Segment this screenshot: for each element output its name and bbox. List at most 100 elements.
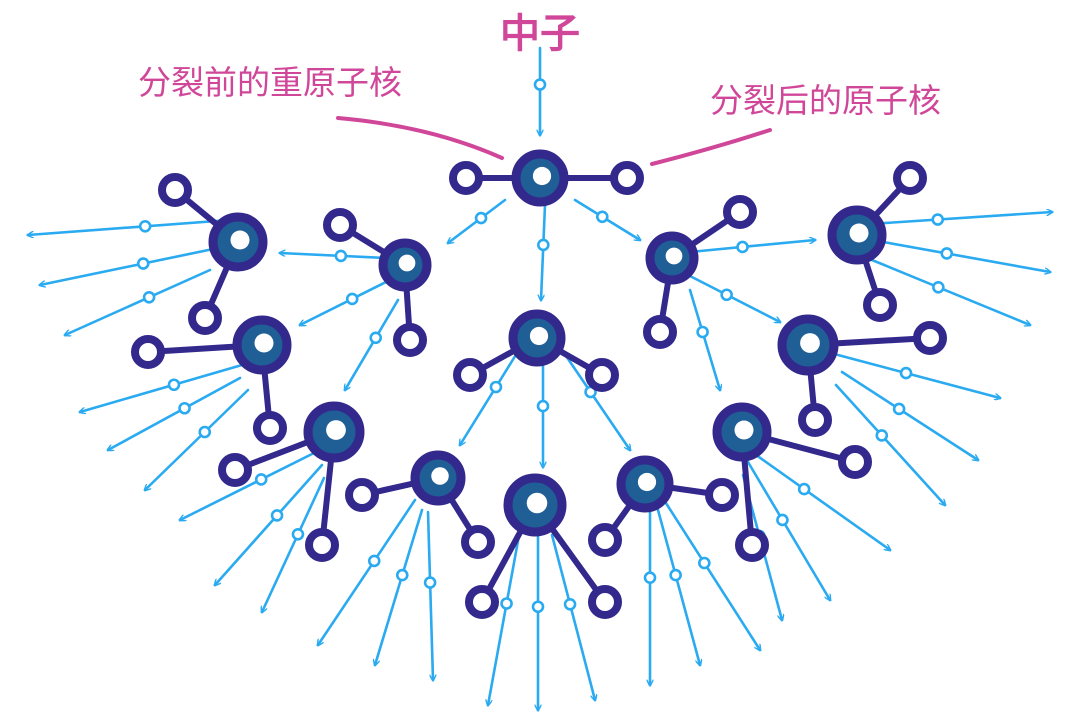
neutron — [892, 402, 906, 416]
neutron-arrow — [688, 240, 815, 254]
neutron — [669, 568, 682, 582]
neutron-arrow — [740, 443, 890, 550]
neutron — [899, 366, 913, 380]
neutron — [167, 378, 181, 392]
nucleus-after-fission-label: 分裂后的原子核 — [710, 81, 941, 120]
fragment-nucleus — [131, 335, 165, 369]
neutron — [698, 556, 711, 570]
heavy-nucleus-before-fission-label: 分裂前的重原子核 — [138, 63, 402, 102]
heavy-nucleus — [827, 161, 927, 322]
nucleus-highlight — [532, 166, 552, 186]
neutron-arrow — [426, 510, 433, 680]
neutron-arrow — [488, 528, 522, 705]
nucleus-highlight — [734, 420, 754, 440]
nucleus-highlight — [529, 326, 549, 346]
fragment-nucleus — [723, 195, 757, 229]
neutron — [369, 331, 383, 345]
heavy-nucleus — [158, 173, 268, 335]
neutron — [367, 554, 381, 568]
heavy-nucleus — [449, 149, 644, 207]
neutron-arrow — [840, 370, 978, 460]
neutron — [563, 597, 577, 611]
fragment-nucleus — [465, 585, 499, 619]
neutron-arrow — [836, 353, 1000, 398]
heavy-nucleus — [345, 450, 495, 559]
neutron-arrow — [180, 448, 322, 520]
neutron — [474, 211, 488, 225]
fragment-nucleus — [585, 358, 619, 392]
heavy-nucleus — [588, 455, 739, 557]
neutron — [489, 380, 503, 394]
fragment-nucleus — [838, 445, 872, 479]
fragment-nucleus — [253, 411, 287, 445]
neutron-arrow — [28, 218, 232, 235]
neutron-arrow — [746, 460, 830, 600]
fragment-nucleus — [735, 528, 769, 562]
neutron-arrow — [870, 258, 1030, 325]
neutron — [334, 249, 348, 263]
neutron — [696, 325, 709, 339]
nucleus-highlight — [326, 420, 346, 440]
neutron-arrow — [870, 238, 1050, 272]
neutron — [531, 600, 545, 614]
nucleus-highlight — [526, 492, 548, 514]
neutron — [178, 401, 191, 415]
neutron-arrow — [40, 246, 220, 285]
fragment-nucleus — [158, 173, 192, 207]
neutron — [291, 527, 305, 541]
neutron-arrow — [460, 343, 524, 445]
neutron — [270, 509, 284, 522]
fragment-nucleus — [305, 528, 339, 562]
fragment-nucleus — [588, 585, 622, 619]
fragment-nucleus — [643, 315, 677, 349]
neutron — [940, 247, 954, 260]
neutron-arrow — [262, 476, 326, 612]
heavy-nucleus — [218, 401, 365, 562]
neutron — [533, 78, 547, 91]
neutron — [736, 240, 749, 254]
neutron-arrow — [560, 348, 630, 450]
neutron-arrows — [28, 46, 1052, 710]
nucleus-highlight — [800, 333, 820, 353]
neutron-arrow — [375, 508, 424, 665]
neutron — [138, 220, 152, 233]
neutron — [536, 399, 550, 413]
neutron-arrow — [662, 498, 760, 650]
neutron — [537, 238, 550, 252]
neutron — [797, 482, 811, 496]
fragment-nucleus — [893, 161, 927, 195]
fragment-nucleus — [218, 453, 252, 487]
heavy-nucleus — [465, 473, 622, 619]
nucleus-highlight — [254, 333, 274, 353]
neutron-arrow — [688, 288, 720, 390]
neutron — [198, 425, 212, 439]
fragment-nucleus — [449, 161, 483, 195]
neutron — [500, 597, 513, 610]
neutron-arrow — [541, 203, 547, 300]
neutron-arrow — [834, 383, 945, 505]
neutron — [423, 576, 437, 589]
pointer-line-after — [650, 128, 772, 166]
nucleus-highlight — [431, 467, 449, 485]
neutron-arrow — [65, 268, 212, 335]
neutron — [931, 213, 945, 226]
neutron — [136, 257, 150, 270]
neutron — [142, 290, 156, 304]
nuclei — [131, 149, 947, 619]
fragment-nucleus — [705, 478, 739, 512]
fragment-nucleus — [798, 403, 832, 437]
fragment-nucleus — [323, 208, 357, 242]
fragment-nucleus — [913, 321, 947, 355]
pointer-line-before — [336, 116, 504, 160]
neutron-arrow — [215, 463, 324, 585]
nucleus-highlight — [665, 247, 683, 265]
fragment-nucleus — [461, 525, 495, 559]
heavy-nucleus — [777, 314, 947, 437]
neutron-arrow — [108, 376, 242, 450]
nucleus-highlight — [398, 254, 416, 272]
heavy-nucleus — [131, 315, 292, 445]
neutron — [595, 210, 609, 224]
fragment-nucleus — [588, 523, 622, 557]
neutron-arrow — [280, 253, 387, 260]
